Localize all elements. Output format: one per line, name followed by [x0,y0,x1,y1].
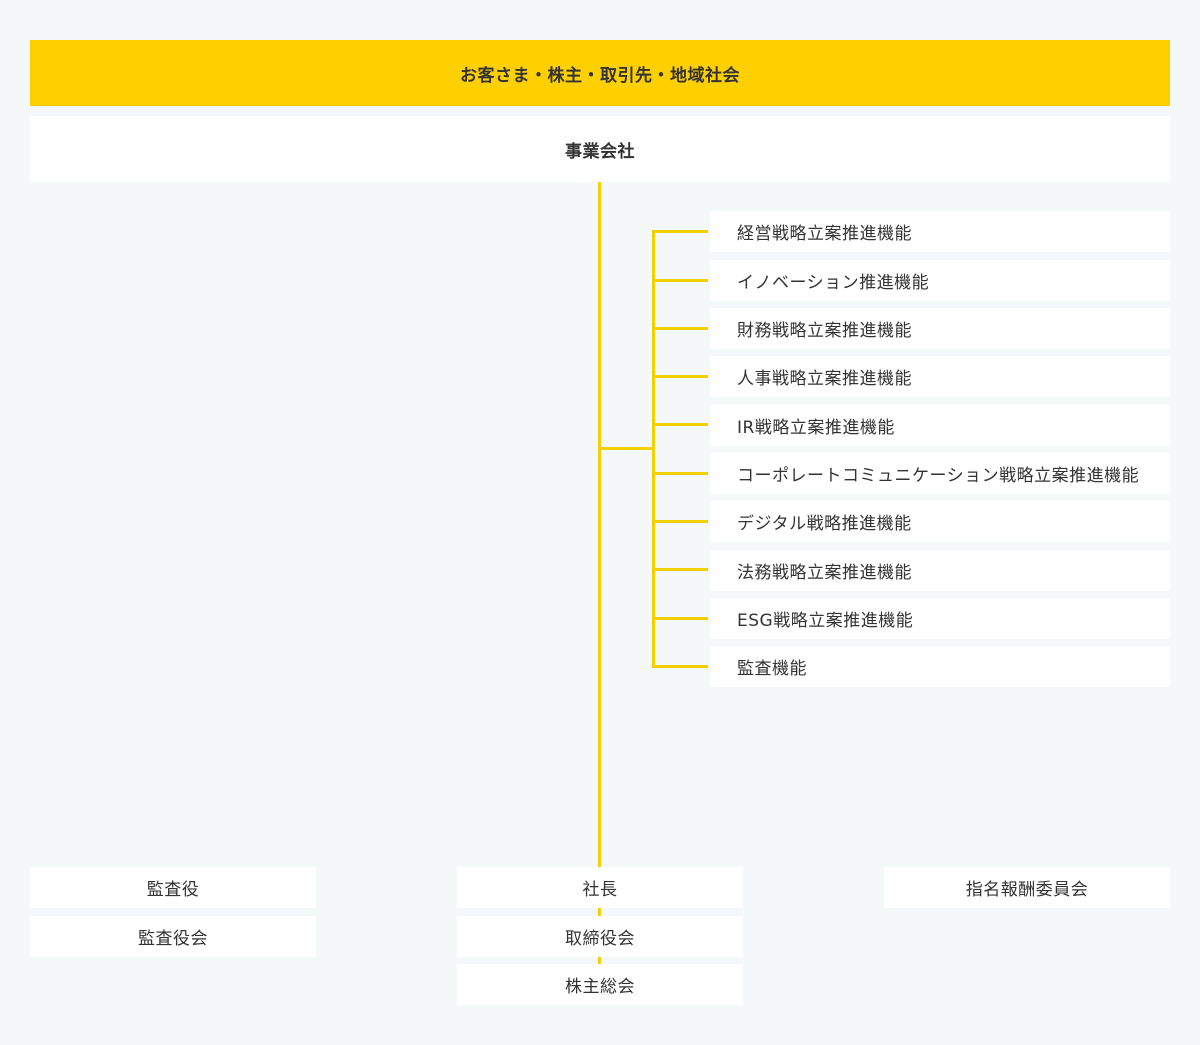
function-box: 財務戦略立案推進機能 [710,308,1170,349]
function-box: 人事戦略立案推進機能 [710,356,1170,397]
function-box: 監査機能 [710,646,1170,687]
nomination-remuneration-committee-box: 指名報酬委員会 [884,867,1170,908]
branch-vertical-connector [652,230,655,667]
president-box: 社長 [457,867,743,908]
tick-connector [652,230,708,233]
tick-connector [652,472,708,475]
branch-horizontal-connector [598,447,654,450]
main-vertical-connector [598,182,601,867]
tick-connector [652,617,708,620]
function-box: ESG戦略立案推進機能 [710,598,1170,639]
stakeholders-bar: お客さま・株主・取引先・地域社会 [30,40,1170,106]
tick-connector [652,520,708,523]
board-of-directors-box: 取締役会 [457,916,743,957]
tick-connector [652,665,708,668]
audit-board-box: 監査役会 [30,916,316,957]
function-box: コーポレートコミュニケーション戦略立案推進機能 [710,453,1170,494]
auditor-box: 監査役 [30,867,316,908]
function-box: イノベーション推進機能 [710,260,1170,301]
tick-connector [652,423,708,426]
operating-company-box: 事業会社 [30,116,1170,182]
function-box: 経営戦略立案推進機能 [710,211,1170,252]
tick-connector [652,327,708,330]
tick-connector [652,279,708,282]
tick-connector [652,568,708,571]
function-box: デジタル戦略推進機能 [710,501,1170,542]
bottom-connector [598,957,601,965]
function-box: IR戦略立案推進機能 [710,405,1170,446]
shareholders-meeting-box: 株主総会 [457,964,743,1005]
tick-connector [652,375,708,378]
function-box: 法務戦略立案推進機能 [710,550,1170,591]
bottom-connector [598,908,601,916]
